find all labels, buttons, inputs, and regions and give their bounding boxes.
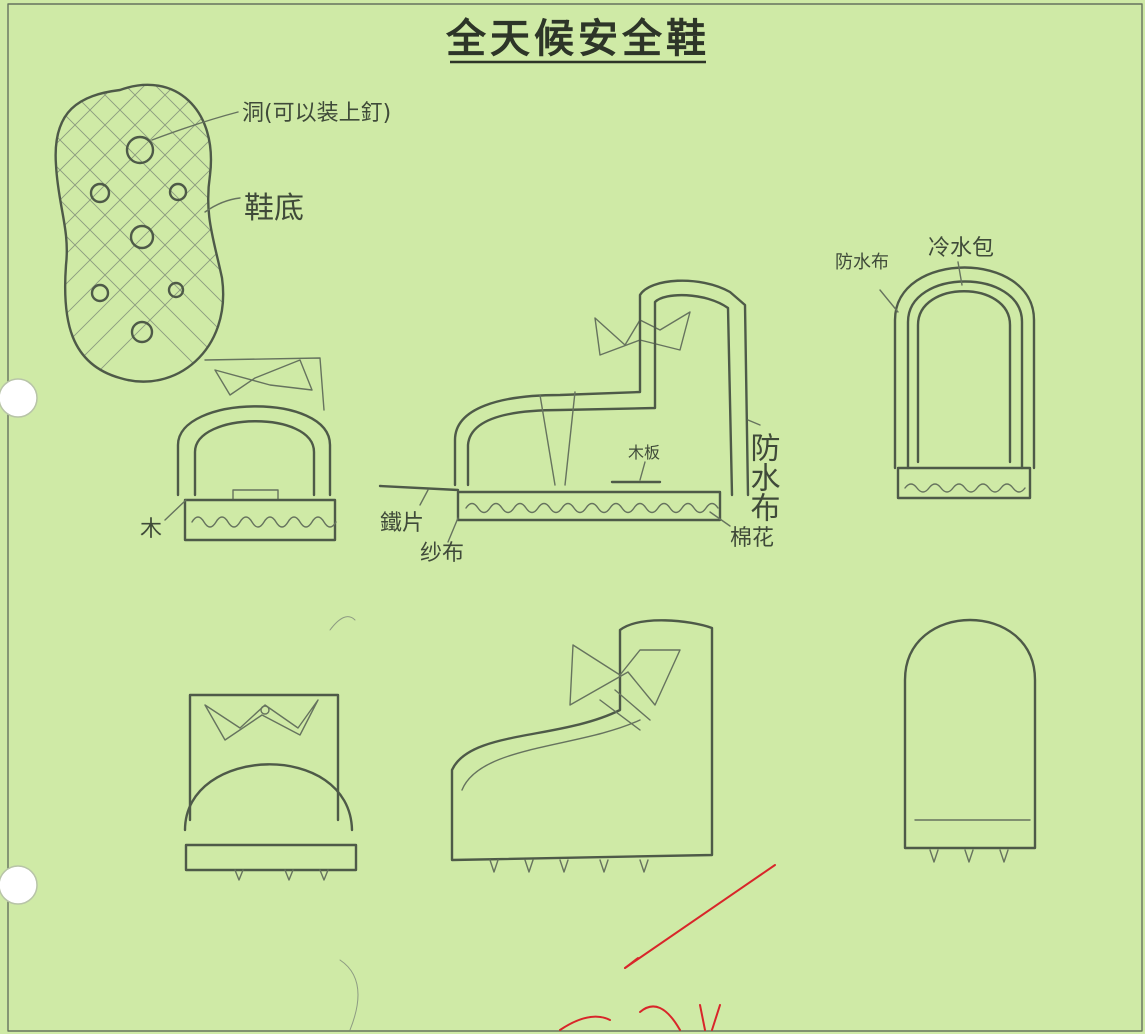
back-spikes	[929, 849, 1009, 863]
tongue-sketch	[204, 357, 325, 411]
front-boot-body	[188, 693, 340, 822]
front-spikes	[234, 869, 329, 881]
side-strap	[539, 391, 576, 486]
sole-hatching	[55, 84, 224, 382]
side-upper-outer	[453, 279, 750, 497]
front-cotton-fill	[191, 516, 337, 528]
side-section-view: 木板 防水布 鐵片 纱布 棉花	[378, 279, 781, 566]
back-sole-block	[896, 466, 1032, 500]
board-leader-line	[639, 461, 646, 481]
stray-pencil-mark	[339, 959, 359, 1031]
page-title: 全天候安全鞋	[445, 15, 710, 62]
back-exterior-view	[903, 618, 1037, 863]
side-laces	[599, 689, 651, 731]
back-waterproof-leader-line	[879, 289, 899, 313]
wood-block	[232, 489, 279, 501]
side-bow-icon	[594, 311, 691, 356]
front-section-view: 木	[140, 357, 337, 542]
board-label: 木板	[628, 443, 660, 462]
sole-outline	[54, 83, 225, 383]
bow-icon	[214, 359, 313, 396]
sole-view: 洞(可以装上釘) 鞋底	[54, 83, 391, 383]
waterproof-label: 防水布	[745, 432, 781, 522]
front-toe-cap	[183, 763, 354, 832]
teacher-check-mark	[624, 864, 776, 969]
front-bow-icon	[204, 699, 319, 741]
front-exterior-sole	[184, 843, 358, 872]
iron-plate-line	[378, 484, 460, 492]
back-waterproof-label: 防水布	[835, 252, 889, 273]
front-upper-outer	[176, 405, 332, 497]
iron-leader-line	[419, 489, 429, 506]
side-sole-block	[456, 490, 722, 522]
cotton-leader-line	[709, 511, 731, 527]
front-sole-block	[183, 498, 337, 542]
back-exterior-outline	[903, 618, 1037, 850]
back-inner	[916, 290, 1012, 464]
sole-hole	[167, 281, 185, 299]
wood-leader-line	[164, 499, 187, 521]
bow-knot-icon	[260, 705, 270, 715]
sole-hole	[129, 224, 155, 250]
side-upper-inner	[466, 293, 734, 497]
sole-leader-line	[204, 197, 241, 213]
side-toe-line	[461, 719, 641, 791]
sole-hole	[89, 182, 111, 204]
teacher-handwriting	[559, 1004, 721, 1031]
teacher-check-tick	[624, 957, 639, 969]
gauze-label: 纱布	[420, 541, 464, 566]
sole-label: 鞋底	[244, 191, 304, 226]
stray-pencil-mark	[329, 616, 356, 631]
cold-pack-label: 冷水包	[928, 236, 994, 261]
side-boot-outline	[450, 619, 714, 862]
back-cold-pack	[906, 280, 1024, 470]
cold-pack-leader-line	[957, 261, 963, 286]
gauze-leader-line	[447, 517, 459, 543]
wood-label: 木	[140, 517, 162, 542]
sheet-border	[7, 3, 1143, 1032]
hole-leader-line	[151, 111, 239, 141]
sole-hole	[90, 283, 110, 303]
side-spikes	[489, 859, 649, 873]
sole-hole	[168, 182, 188, 202]
back-cotton-fill	[904, 483, 1026, 493]
front-exterior-view	[183, 693, 358, 881]
side-exterior-view	[450, 619, 714, 873]
cotton-label: 棉花	[730, 526, 774, 551]
sole-hole	[130, 320, 154, 344]
back-section-view: 冷水包 防水布	[835, 236, 1036, 500]
side-exterior-bow-icon	[569, 644, 681, 706]
front-upper-inner	[193, 420, 316, 497]
sole-hole	[125, 135, 155, 165]
iron-label: 鐵片	[380, 511, 424, 536]
waterproof-leader-line	[747, 419, 761, 426]
back-outer	[893, 266, 1036, 470]
side-cotton-fill	[465, 502, 719, 514]
hole-label: 洞(可以装上釘)	[242, 101, 391, 126]
binder-hole-bottom	[0, 865, 38, 905]
binder-hole-top	[0, 378, 38, 418]
